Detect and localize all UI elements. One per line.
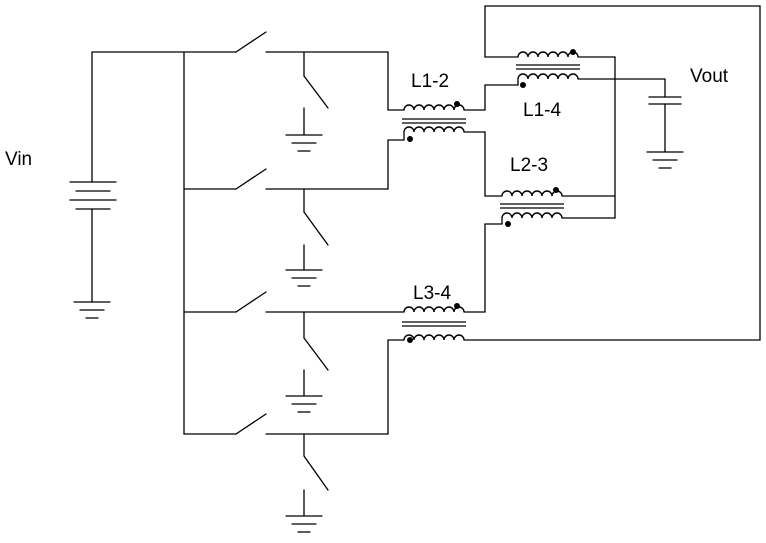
vin-label: Vin: [5, 149, 32, 170]
vout-label: Vout: [690, 66, 729, 87]
l3-4-label: L3-4: [413, 283, 451, 304]
battery-vin: [70, 52, 116, 302]
ground-symbol-vout: [647, 152, 683, 168]
coupled-inductor-l2-3: [500, 187, 564, 227]
input-bus: [92, 52, 236, 434]
phase-1-switches: [236, 32, 404, 151]
coupled-inductor-l1-4: [516, 49, 580, 88]
coupled-inductor-l1-2: [402, 101, 466, 142]
l2-3-label: L2-3: [510, 155, 548, 176]
coupled-inductor-l3-4: [402, 303, 466, 343]
phase-2-switches: [184, 140, 404, 286]
l1-2-label: L1-2: [411, 71, 449, 92]
ground-symbol-vin: [74, 302, 110, 318]
output-capacitor: [649, 79, 681, 152]
inductor-wiring: [464, 6, 760, 340]
phase-3-switches: [184, 292, 404, 412]
l1-4-label: L1-4: [523, 100, 561, 121]
phase-4-switches: [184, 340, 404, 532]
